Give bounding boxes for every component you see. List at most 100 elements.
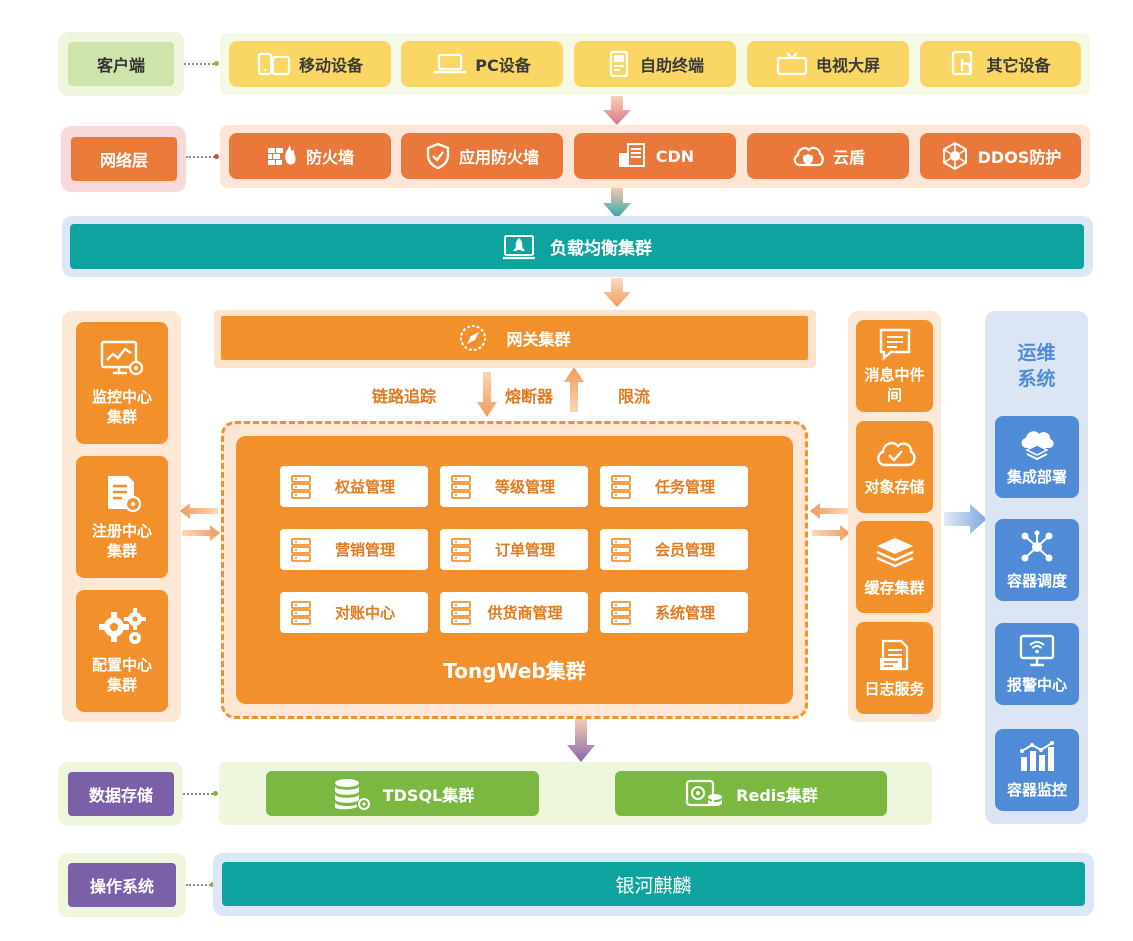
ops-item-container-monitor[interactable]: 容器监控	[995, 729, 1079, 811]
module-member[interactable]: 会员管理	[600, 529, 748, 570]
right-service-log[interactable]: 日志服务	[856, 622, 933, 714]
network-item-cloud-shield[interactable]: 云盾	[747, 133, 909, 179]
ops-item-label: 报警中心	[1006, 675, 1067, 694]
left-service-monitor[interactable]: 监控中心 集群	[76, 322, 168, 444]
ops-item-alarm[interactable]: 报警中心	[995, 623, 1079, 705]
right-service-line1: 对象存储	[864, 478, 925, 496]
arrow-right-services-bidirectional	[810, 503, 850, 541]
module-task[interactable]: 任务管理	[600, 466, 748, 507]
client-item-label: 电视大屏	[815, 56, 880, 75]
network-item-label: DDOS防护	[977, 148, 1062, 167]
client-item-label: PC设备	[475, 56, 531, 75]
network-layer-label: 网络层	[71, 137, 177, 181]
log-icon	[879, 639, 908, 671]
client-item-tv[interactable]: 电视大屏	[747, 41, 909, 87]
network-item-label: CDN	[655, 146, 695, 166]
gateway-feature-circuit-breaker: 熔断器	[505, 387, 554, 406]
ops-title-line2: 系统	[1017, 368, 1056, 390]
network-connector	[186, 156, 218, 158]
register-doc-icon	[108, 476, 142, 513]
cloud-shield-icon	[793, 146, 824, 167]
module-marketing[interactable]: 营销管理	[280, 529, 428, 570]
redis-icon	[686, 779, 723, 806]
module-label: 对账中心	[334, 604, 395, 622]
gateway-label: 网关集群	[506, 330, 571, 349]
client-item-label: 自助终端	[639, 56, 704, 75]
gears-icon	[99, 608, 146, 644]
server-list-icon	[611, 537, 631, 562]
module-label: 任务管理	[654, 478, 715, 496]
ops-item-scheduling[interactable]: 容器调度	[995, 519, 1079, 601]
arrow-down-lb-gateway	[603, 278, 631, 307]
compass-icon	[460, 325, 487, 351]
database-icon	[334, 778, 370, 810]
module-label: 供货商管理	[487, 604, 563, 622]
client-layer-label: 客户端	[68, 42, 174, 86]
left-service-line2: 集群	[106, 408, 137, 426]
load-balancer-bar[interactable]: 负载均衡集群	[70, 224, 1084, 269]
server-list-icon	[451, 537, 471, 562]
laptop-icon	[433, 53, 467, 74]
storage-item-redis[interactable]: Redis集群	[615, 771, 887, 816]
network-item-label: 防火墙	[305, 148, 354, 167]
os-connector	[186, 884, 214, 886]
storage-layer-label: 数据存储	[68, 772, 174, 816]
network-nodes-icon	[1021, 530, 1053, 561]
client-item-label: 其它设备	[986, 56, 1051, 75]
module-label: 会员管理	[654, 541, 715, 559]
ddos-icon	[942, 141, 967, 171]
arrow-down-client-network	[603, 96, 631, 125]
server-list-icon	[291, 474, 311, 499]
client-connector	[184, 63, 218, 65]
client-item-other[interactable]: 其它设备	[920, 41, 1081, 87]
firewall-icon	[267, 145, 296, 165]
ops-title-line1: 运维	[1017, 342, 1056, 364]
right-service-line1: 日志服务	[864, 680, 925, 698]
module-system[interactable]: 系统管理	[600, 592, 748, 633]
module-level[interactable]: 等级管理	[440, 466, 588, 507]
client-item-pc[interactable]: PC设备	[401, 41, 563, 87]
ops-item-deploy[interactable]: 集成部署	[995, 416, 1079, 498]
module-supplier[interactable]: 供货商管理	[440, 592, 588, 633]
left-service-config[interactable]: 配置中心 集群	[76, 590, 168, 712]
tv-icon	[776, 52, 808, 76]
network-item-waf[interactable]: 应用防火墙	[401, 133, 563, 179]
module-label: 系统管理	[654, 604, 715, 622]
storage-item-tdsql[interactable]: TDSQL集群	[266, 771, 539, 816]
load-balancer-label: 负载均衡集群	[550, 239, 652, 259]
module-order[interactable]: 订单管理	[440, 529, 588, 570]
network-item-ddos[interactable]: DDOS防护	[920, 133, 1081, 179]
os-connector-dot	[210, 882, 215, 887]
module-reconciliation[interactable]: 对账中心	[280, 592, 428, 633]
arrow-up-tongweb-gateway	[564, 367, 584, 412]
network-item-firewall[interactable]: 防火墙	[229, 133, 391, 179]
module-label: 营销管理	[334, 541, 395, 559]
arrow-down-network-lb	[603, 188, 631, 219]
client-connector-dot	[214, 61, 219, 66]
rocket-icon	[503, 234, 535, 259]
ops-item-label: 集成部署	[1006, 467, 1067, 486]
layers-icon	[876, 538, 913, 568]
client-item-kiosk[interactable]: 自助终端	[574, 41, 736, 87]
cdn-icon	[618, 143, 645, 167]
network-item-cdn[interactable]: CDN	[574, 133, 736, 179]
storage-connector	[183, 793, 217, 795]
ops-item-label: 容器调度	[1006, 571, 1067, 590]
touch-device-icon	[952, 50, 973, 76]
module-label: 等级管理	[494, 478, 555, 496]
server-list-icon	[291, 537, 311, 562]
client-item-mobile[interactable]: 移动设备	[229, 41, 391, 87]
gateway-bar[interactable]: 网关集群	[221, 316, 808, 360]
arrow-right-to-ops	[944, 504, 987, 534]
gateway-feature-tracing: 链路追踪	[372, 387, 437, 406]
arrow-down-tongweb-storage	[567, 719, 595, 762]
tongweb-label: TongWeb集群	[443, 659, 586, 683]
right-service-message[interactable]: 消息中件 间	[856, 320, 933, 412]
module-rights[interactable]: 权益管理	[280, 466, 428, 507]
right-service-cache[interactable]: 缓存集群	[856, 521, 933, 613]
right-service-object-storage[interactable]: 对象存储	[856, 421, 933, 513]
os-bar[interactable]: 银河麒麟	[222, 862, 1085, 906]
left-service-register[interactable]: 注册中心 集群	[76, 456, 168, 578]
message-icon	[879, 328, 910, 361]
arrow-down-gateway-tongweb	[477, 372, 497, 417]
